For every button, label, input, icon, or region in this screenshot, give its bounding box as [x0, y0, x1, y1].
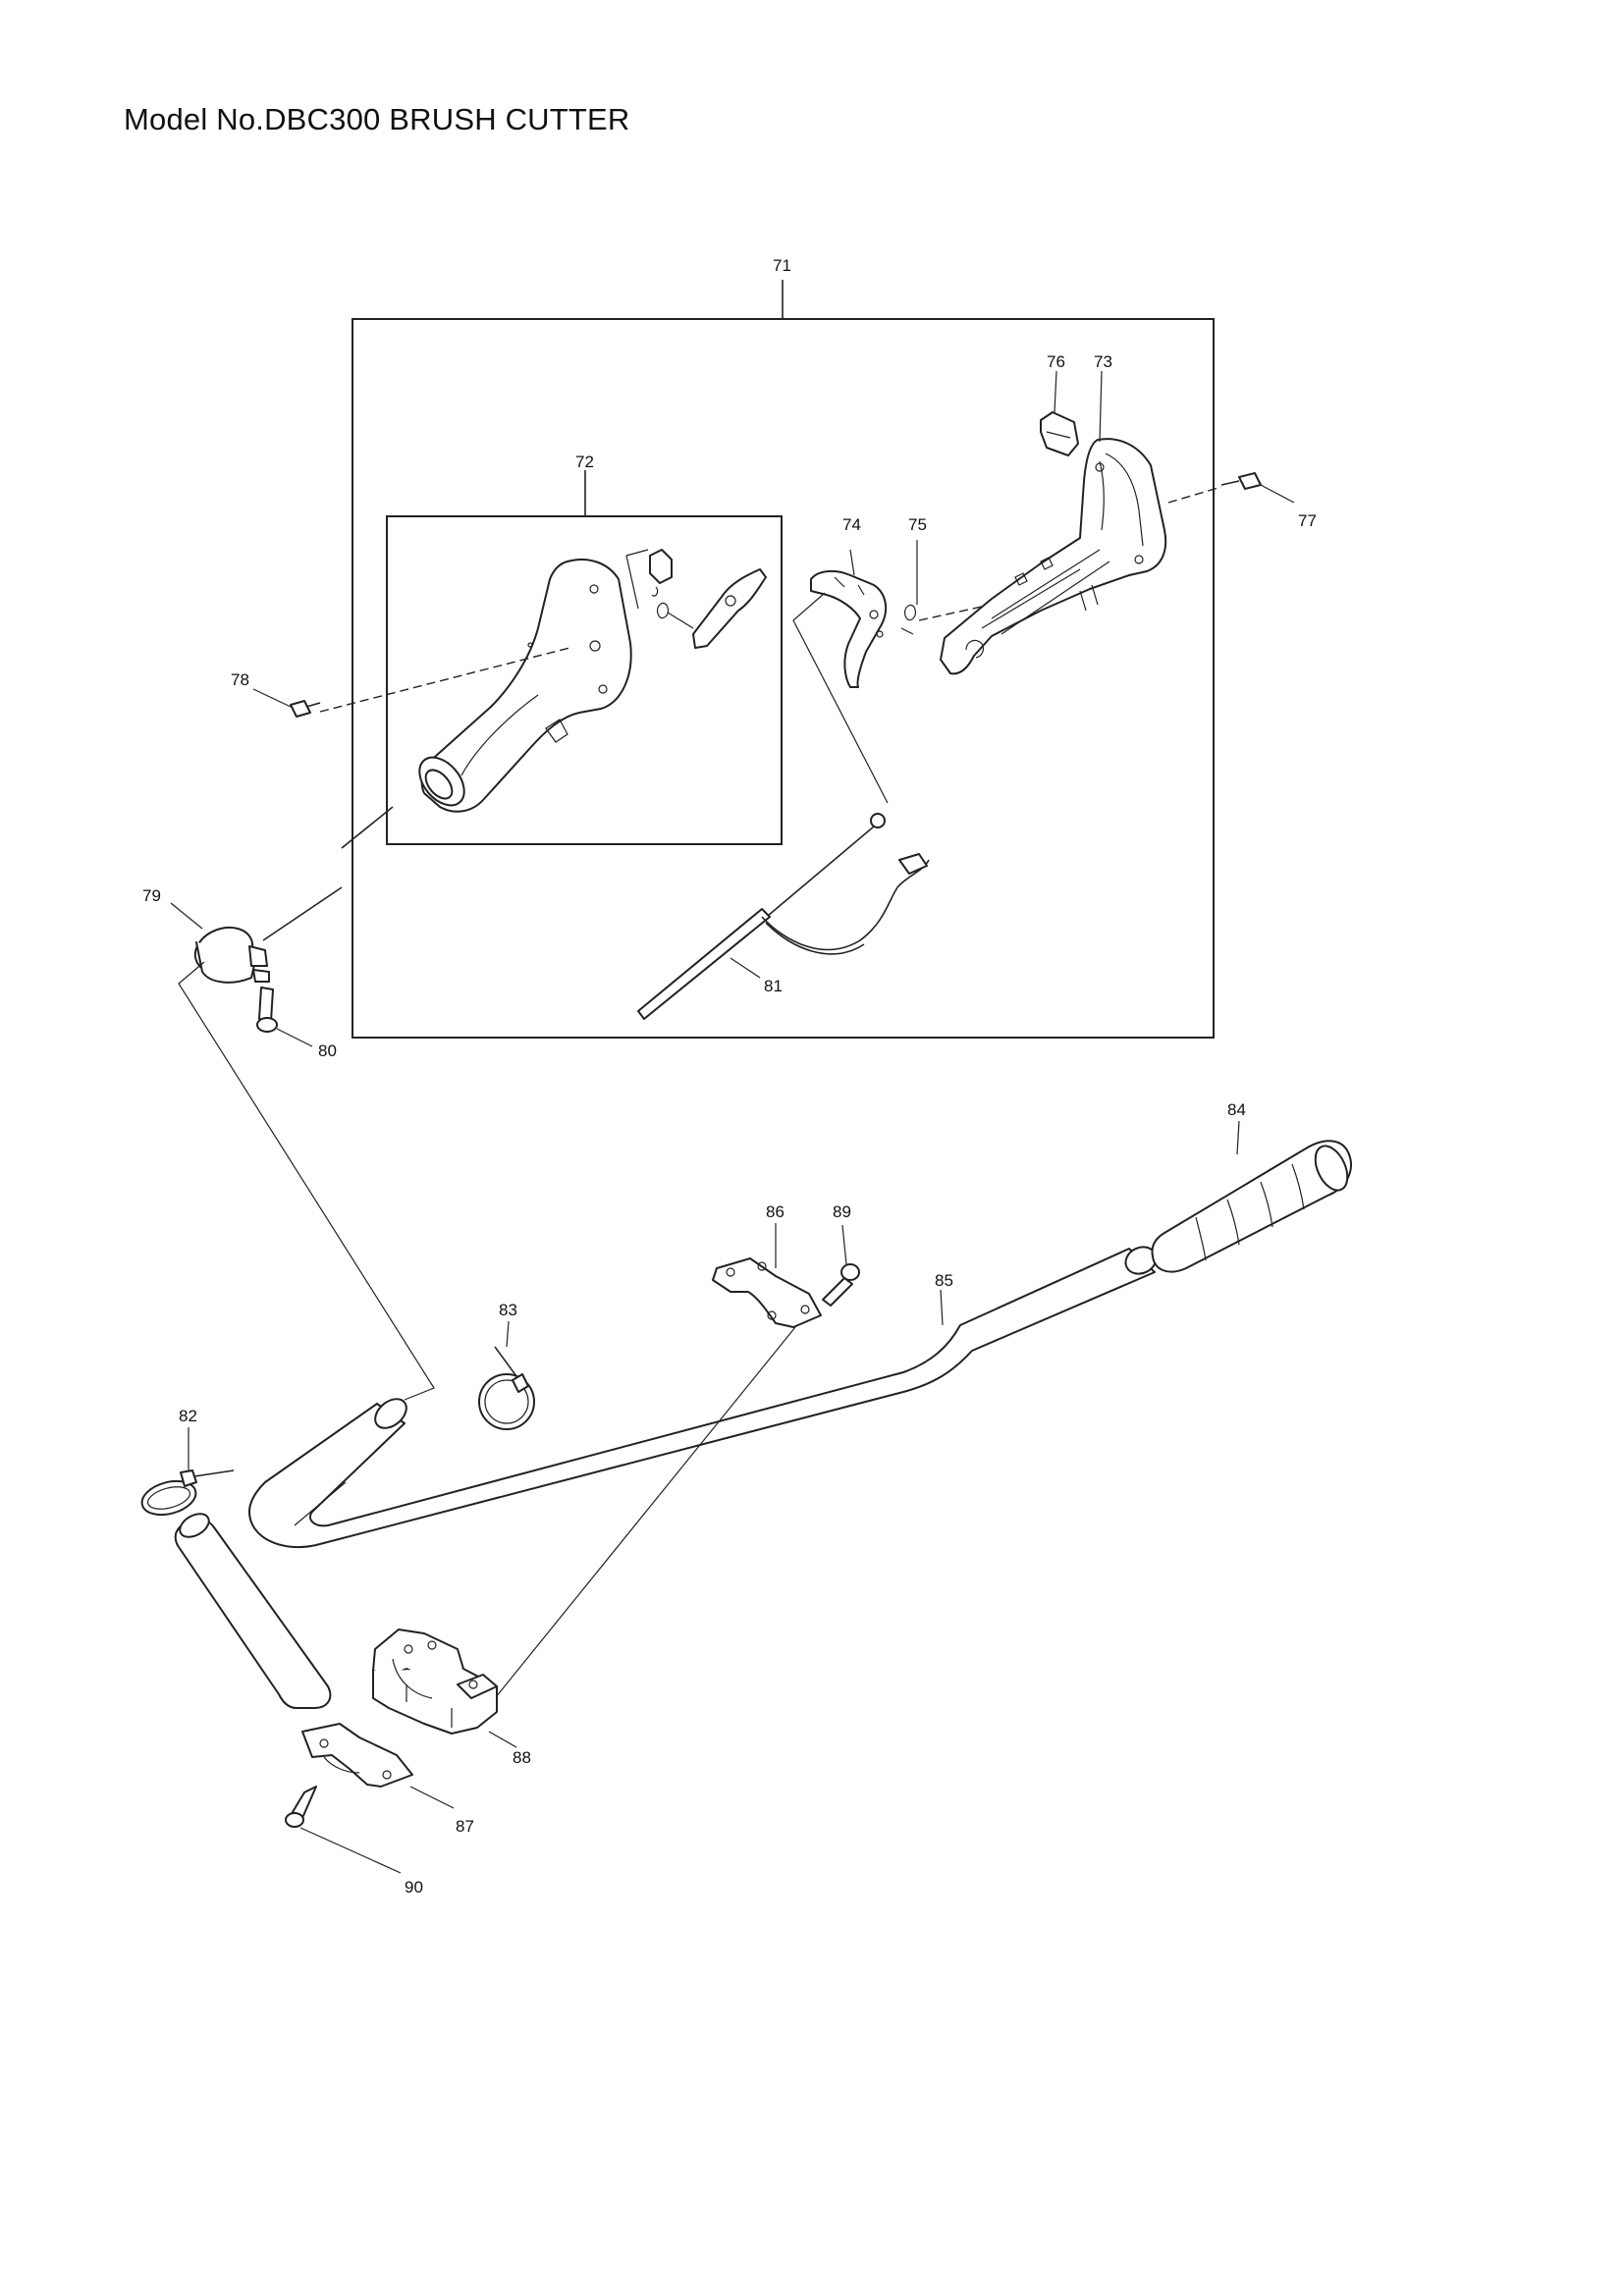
screw-77: [1220, 472, 1262, 490]
grip-84: [1151, 1140, 1352, 1273]
handle-housing-73: [940, 438, 1167, 675]
callout-84[interactable]: 84: [1227, 1100, 1246, 1119]
callout-77[interactable]: 77: [1298, 511, 1317, 530]
callout-75[interactable]: 75: [908, 515, 927, 534]
handle-pipe-85: [248, 1246, 1158, 1549]
assembly-frame-72: [386, 515, 783, 845]
assembly-line: [319, 647, 570, 713]
cable-tie-82: [140, 1469, 235, 1517]
callout-86[interactable]: 86: [766, 1202, 784, 1221]
callout-73[interactable]: 73: [1094, 352, 1112, 371]
page-title: Model No.DBC300 BRUSH CUTTER: [124, 102, 630, 136]
clamp-block-88: [372, 1629, 498, 1735]
callout-80[interactable]: 80: [318, 1041, 337, 1060]
callout-83[interactable]: 83: [499, 1301, 517, 1319]
callout-85[interactable]: 85: [935, 1271, 953, 1290]
screw-78: [290, 700, 321, 718]
spring-75: [900, 604, 917, 635]
callout-82[interactable]: 82: [179, 1407, 197, 1425]
callout-90[interactable]: 90: [405, 1878, 423, 1896]
clamp-ring-79: [193, 926, 270, 984]
callout-71[interactable]: 71: [773, 256, 791, 275]
bolt-89: [822, 1263, 860, 1307]
callout-79[interactable]: 79: [142, 886, 161, 905]
switch-76: [1040, 411, 1079, 456]
bracket-86: [712, 1257, 822, 1328]
callout-76[interactable]: 76: [1047, 352, 1065, 371]
callout-72[interactable]: 72: [575, 453, 594, 471]
lock-off-lever-74: [810, 569, 888, 688]
callout-87[interactable]: 87: [456, 1817, 474, 1836]
bolt-90: [285, 1786, 317, 1828]
foam-sleeve: [174, 1513, 332, 1709]
small-switch-part: [625, 549, 673, 610]
throttle-cable-81: [637, 813, 930, 1020]
callout-81[interactable]: 81: [764, 977, 783, 995]
trigger-lever-part: [667, 568, 767, 649]
callout-89[interactable]: 89: [833, 1202, 851, 1221]
assembly-frame-71: [352, 318, 1215, 1039]
callout-78[interactable]: 78: [231, 670, 249, 689]
callout-88[interactable]: 88: [513, 1748, 531, 1767]
callout-74[interactable]: 74: [842, 515, 861, 534]
cable-tie-83: [478, 1346, 535, 1430]
small-spring-part: [651, 586, 670, 619]
bolt-80: [256, 987, 278, 1033]
clamp-plate-87: [301, 1723, 413, 1788]
handle-housing-half: [418, 559, 632, 813]
